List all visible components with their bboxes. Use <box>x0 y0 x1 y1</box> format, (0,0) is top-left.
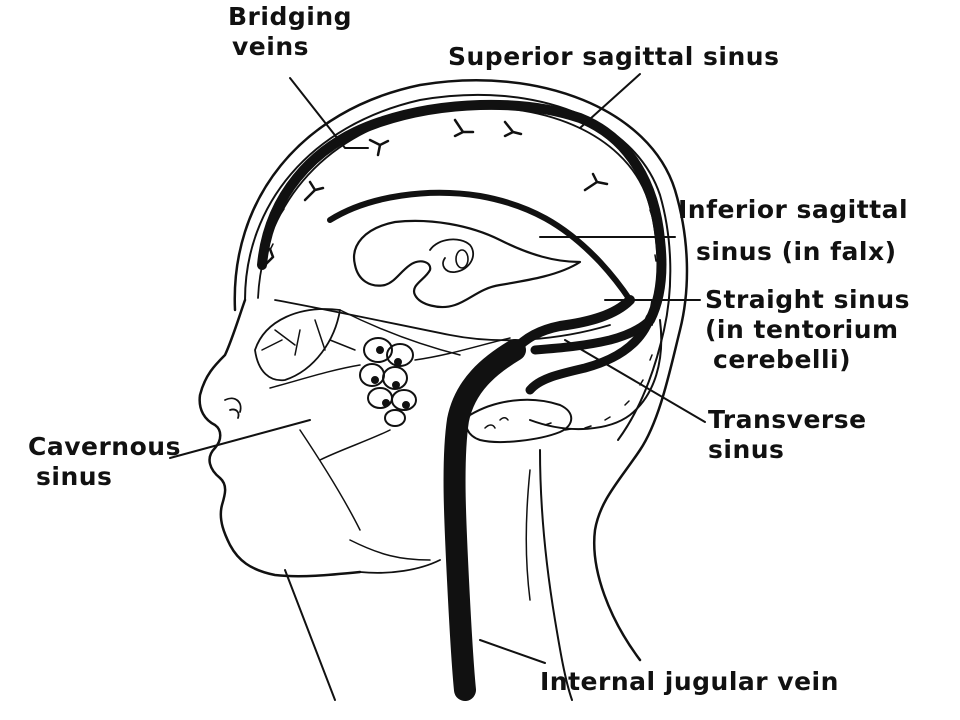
internal-jugular-vein-label: Internal jugular vein <box>540 667 839 696</box>
scalp-outline <box>233 79 689 662</box>
leader-lines <box>169 73 706 664</box>
ventricle-inner <box>429 238 475 273</box>
occipital-marks <box>484 417 509 429</box>
straight-sinus-label: Straight sinus (in tentorium cerebelli) <box>705 285 910 375</box>
cavernous-sinus-label-line1: Cavernous <box>28 432 181 461</box>
straight-sinus-label-line2: (in tentorium <box>705 315 899 344</box>
neck-line <box>359 559 441 574</box>
cavernous-sinus-label: Cavernous sinus <box>28 432 181 492</box>
occipital-bone <box>465 398 573 443</box>
leader-cavernous <box>169 419 311 459</box>
leader-transverse <box>564 339 706 423</box>
sss-tail <box>525 313 655 395</box>
bridging-veins-label-line1: Bridging <box>228 2 353 31</box>
eye-orbit <box>254 308 341 382</box>
corpus-callosum <box>352 219 582 309</box>
nostril <box>224 397 242 419</box>
transverse-sinus-label-line1: Transverse <box>708 405 867 434</box>
straight-sinus <box>510 295 635 355</box>
neck-front <box>284 569 336 701</box>
skull-stipple <box>269 102 657 307</box>
superior-sagittal-sinus <box>257 99 667 325</box>
bridging-veins-label-line2: veins <box>232 32 309 61</box>
cavernous-sinus-label-line2: sinus <box>36 462 113 491</box>
bridging-veins-label: Bridging veins <box>228 2 352 62</box>
spine-line <box>525 469 531 601</box>
inferior-sagittal-sinus-label-line1: Inferior sagittal <box>678 195 909 224</box>
cavernous-plexus <box>359 337 417 427</box>
orbit-veins <box>261 319 356 356</box>
facial-vein <box>269 364 431 561</box>
inferior-sagittal-sinus-label-line2: sinus (in falx) <box>696 237 897 266</box>
bridging-veins <box>263 118 609 267</box>
leader-bridging <box>289 77 369 149</box>
straight-sinus-label-line3: cerebelli) <box>713 345 852 374</box>
inferior-sagittal-sinus-label: Inferior sagittal sinus (in falx) <box>678 195 908 267</box>
transverse-stipple <box>544 354 653 431</box>
superior-sagittal-sinus-label: Superior sagittal sinus <box>448 42 780 71</box>
inferior-sagittal-sinus <box>327 189 633 303</box>
tentorium-line <box>274 299 611 342</box>
petrosal-line <box>414 337 511 361</box>
face-profile <box>198 298 362 578</box>
transverse-sinus-label-line2: sinus <box>708 435 785 464</box>
leader-superior <box>579 73 641 129</box>
leader-jugular <box>479 639 546 664</box>
ventricle-oval <box>455 249 469 269</box>
neck-back <box>539 449 573 701</box>
sigmoid-sinus <box>530 315 655 355</box>
internal-jugular-vein <box>443 339 526 701</box>
base-line <box>339 309 461 356</box>
skull-inner-outline <box>257 106 659 326</box>
transverse-sinus-label: Transverse sinus <box>708 405 867 465</box>
straight-sinus-label-line1: Straight sinus <box>705 285 910 314</box>
